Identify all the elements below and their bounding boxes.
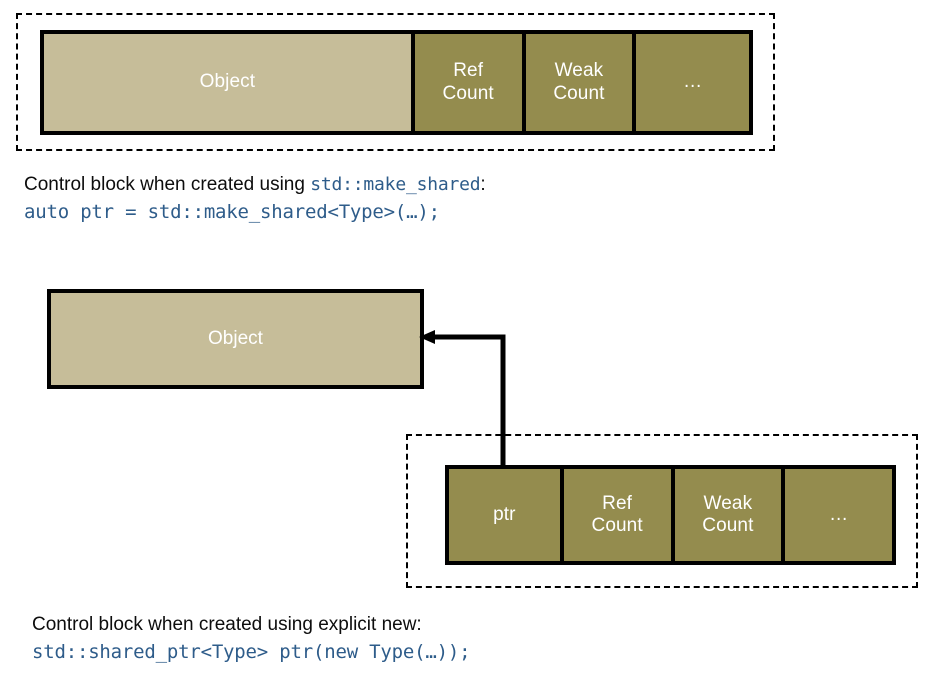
- caption-make-shared-prose-tail: :: [480, 174, 486, 195]
- caption-explicit-new: Control block when created using explici…: [32, 612, 471, 666]
- caption-explicit-new-prose: Control block when created using explici…: [32, 614, 422, 635]
- cell-object: Object: [44, 34, 411, 131]
- arrow-path: [432, 334, 506, 465]
- cell-ref-count: Ref Count: [559, 469, 671, 561]
- explicit-new-control-block: ptr Ref Count Weak Count …: [445, 465, 896, 565]
- make-shared-memory-block: Object Ref Count Weak Count …: [40, 30, 753, 135]
- caption-make-shared-prose: Control block when created using std::ma…: [24, 172, 486, 198]
- caption-make-shared: Control block when created using std::ma…: [24, 172, 486, 226]
- arrow-head: [419, 330, 435, 344]
- explicit-new-control-block-group: [406, 434, 918, 588]
- caption-make-shared-inline-code: std::make_shared: [310, 174, 481, 195]
- ptr-to-object-arrow: [419, 330, 506, 465]
- cell-ellipsis: …: [632, 34, 749, 131]
- caption-explicit-new-code: std::shared_ptr<Type> ptr(new Type(…));: [32, 641, 471, 663]
- cell-weak-count: Weak Count: [670, 469, 782, 561]
- caption-make-shared-prose-head: Control block when created using: [24, 174, 311, 195]
- cell-weak-count: Weak Count: [521, 34, 633, 131]
- object-box-standalone: Object: [47, 289, 424, 389]
- cell-ptr: ptr: [449, 469, 560, 561]
- cell-ref-count: Ref Count: [410, 34, 522, 131]
- make-shared-allocation-group: [16, 13, 775, 151]
- caption-make-shared-code: auto ptr = std::make_shared<Type>(…);: [24, 201, 440, 223]
- cell-ellipsis: …: [781, 469, 892, 561]
